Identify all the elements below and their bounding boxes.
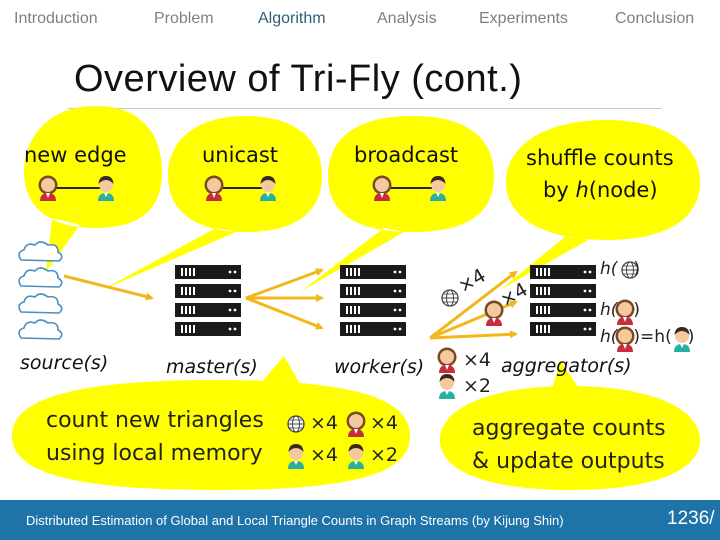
aggregator-label: aggregator(s) bbox=[501, 355, 632, 377]
shuffle-label-line1: shuffle counts bbox=[526, 146, 674, 170]
person-female-icon bbox=[346, 411, 366, 437]
person-male-icon bbox=[348, 444, 364, 469]
nav-item-experiments[interactable]: Experiments bbox=[479, 10, 568, 27]
shuffle-node: (node) bbox=[588, 178, 658, 202]
count-triangles-text: count new triangles using local memory bbox=[46, 404, 264, 470]
aggregate-line1: aggregate counts bbox=[472, 416, 666, 441]
person-female-icon bbox=[484, 300, 504, 326]
worker-label: worker(s) bbox=[334, 356, 425, 378]
server-rack-icon bbox=[340, 265, 406, 336]
unicast-pair bbox=[204, 175, 276, 201]
person-female-icon bbox=[372, 175, 392, 201]
title-divider bbox=[68, 108, 662, 109]
hash-close: ) bbox=[687, 327, 695, 347]
globe-icon bbox=[441, 289, 459, 307]
section-nav: Introduction Problem Algorithm Analysis … bbox=[0, 0, 720, 42]
broadcast-pair bbox=[372, 175, 446, 201]
hash-label-2: h() bbox=[600, 300, 640, 320]
mult-x2-worker: ×2 bbox=[463, 375, 492, 397]
person-male-icon bbox=[288, 444, 304, 469]
shuffle-h: h bbox=[575, 178, 589, 202]
count-triangles-bubble bbox=[12, 356, 410, 490]
broadcast-bubble bbox=[300, 116, 494, 292]
globe-icon bbox=[287, 415, 305, 433]
aggregate-line2: & update outputs bbox=[472, 449, 665, 474]
new-edge-pair bbox=[38, 175, 114, 201]
page-number: 1236/ bbox=[667, 508, 715, 529]
source-clouds bbox=[18, 241, 63, 340]
hash-h: h( bbox=[600, 300, 618, 320]
mult-x4-worker: ×4 bbox=[463, 349, 492, 371]
count-x4-male: ×4 bbox=[310, 444, 339, 466]
hash-eq: )=h( bbox=[633, 327, 672, 347]
nav-item-introduction[interactable]: Introduction bbox=[14, 10, 98, 27]
person-female-icon bbox=[204, 175, 224, 201]
footer-bar bbox=[0, 500, 720, 540]
shuffle-by: by bbox=[543, 178, 576, 202]
nav-item-conclusion[interactable]: Conclusion bbox=[615, 10, 695, 27]
cloud-icon bbox=[18, 293, 63, 314]
shuffle-label-line2: by h(node) bbox=[543, 178, 658, 202]
source-label: source(s) bbox=[20, 352, 109, 374]
hash-label-1: h() bbox=[600, 259, 640, 279]
hash-close: ) bbox=[633, 259, 641, 279]
slide-title: Overview of Tri-Fly (cont.) bbox=[74, 58, 523, 100]
nav-item-problem[interactable]: Problem bbox=[154, 10, 214, 27]
nav-item-algorithm[interactable]: Algorithm bbox=[258, 10, 326, 27]
count-x4-female: ×4 bbox=[370, 412, 399, 434]
person-male-icon bbox=[260, 176, 276, 201]
server-rack-icon bbox=[530, 265, 596, 336]
server-rack-icon bbox=[175, 265, 241, 336]
unicast-bubble bbox=[102, 116, 322, 290]
person-male-icon bbox=[98, 176, 114, 201]
broadcast-label: broadcast bbox=[354, 143, 459, 167]
cloud-icon bbox=[18, 241, 63, 262]
hash-h: h( bbox=[600, 259, 618, 279]
count-line1: count new triangles bbox=[46, 408, 264, 433]
new-edge-label: new edge bbox=[24, 143, 127, 167]
hash-close: ) bbox=[633, 300, 641, 320]
count-x4-globe: ×4 bbox=[310, 412, 339, 434]
cloud-icon bbox=[18, 319, 63, 340]
nav-item-analysis[interactable]: Analysis bbox=[377, 10, 437, 27]
person-male-icon bbox=[430, 176, 446, 201]
footer-citation: Distributed Estimation of Global and Loc… bbox=[26, 513, 564, 528]
person-female-icon bbox=[437, 347, 457, 373]
person-male-icon bbox=[439, 374, 455, 399]
hash-h: h( bbox=[600, 327, 618, 347]
hash-label-3: h( )=h() bbox=[600, 327, 694, 347]
aggregate-bubble bbox=[440, 360, 700, 490]
master-label: master(s) bbox=[166, 356, 258, 378]
cloud-icon bbox=[18, 267, 63, 288]
person-female-icon bbox=[38, 175, 58, 201]
unicast-label: unicast bbox=[202, 143, 279, 167]
shuffle-bubble bbox=[500, 120, 700, 290]
count-x2-male: ×2 bbox=[370, 444, 399, 466]
count-line2: using local memory bbox=[46, 441, 263, 466]
aggregate-text: aggregate counts & update outputs bbox=[472, 412, 666, 478]
